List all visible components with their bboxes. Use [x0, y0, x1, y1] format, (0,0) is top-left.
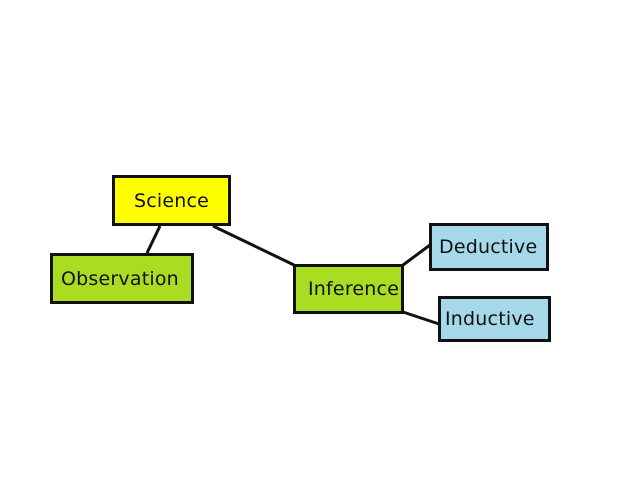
edge-science-observation: [145, 225, 162, 254]
node-inductive: Inductive: [438, 296, 551, 342]
node-observation-label: Observation: [61, 267, 179, 290]
node-deductive: Deductive: [429, 223, 549, 271]
edge-science-inference: [212, 224, 295, 267]
edge-inference-inductive: [402, 310, 440, 326]
node-science: Science: [112, 175, 231, 226]
node-inference: Inference: [293, 264, 404, 314]
node-observation: Observation: [50, 253, 194, 304]
edge-inference-deductive: [402, 243, 431, 267]
node-inference-label: Inference: [308, 278, 400, 300]
node-inductive-label: Inductive: [445, 308, 535, 330]
node-science-label: Science: [133, 189, 210, 212]
node-deductive-label: Deductive: [439, 236, 538, 258]
